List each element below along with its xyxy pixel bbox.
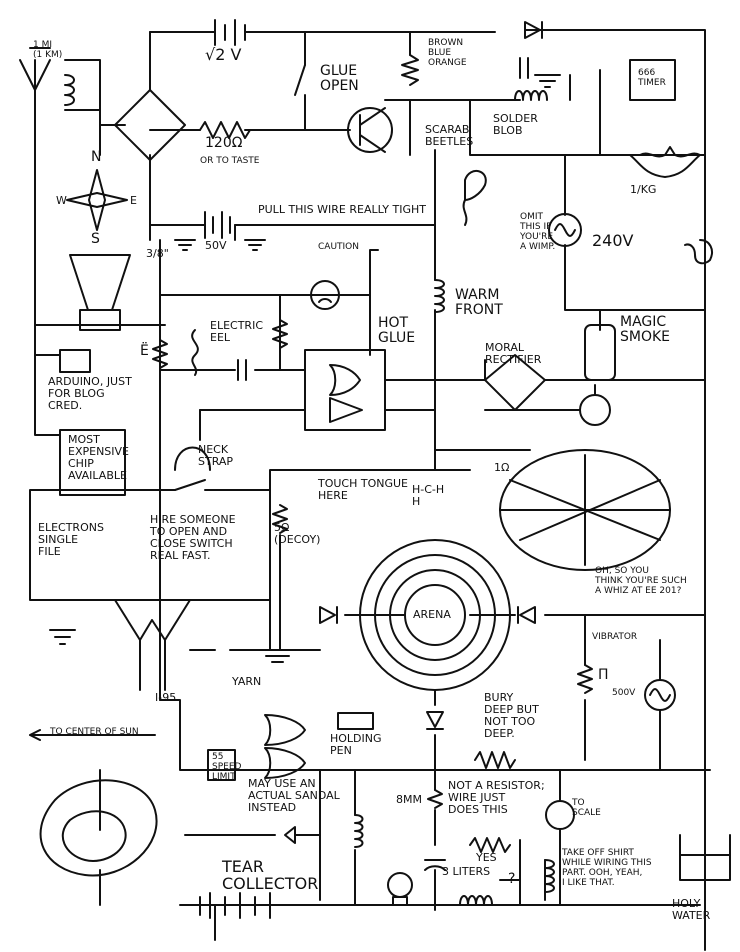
sqrt2-voltage-label: √2 V [205,45,242,64]
decoy-resistor-label: 5Ω (DECOY) [274,521,321,546]
to-center-of-sun-label: TO CENTER OF SUN [50,727,139,737]
voltage-240-label: 240V [592,231,634,250]
solder-blob-label: SOLDER BLOB [493,112,538,137]
hire-someone-label: HIRE SOMEONE TO OPEN AND CLOSE SWITCH RE… [150,513,236,562]
antenna-range-label: 1 MI (1 KM) [33,40,63,60]
i95-label: I-95 [155,691,177,704]
whiz-label: OH, SO YOU THINK YOU'RE SUCH A WHIZ AT E… [595,566,687,596]
pull-wire-label: PULL THIS WIRE REALLY TIGHT [258,203,426,216]
three-eighths-label: 3/8" [146,247,169,260]
question-mark-label: ? [508,871,516,887]
holding-pen-label: HOLDING PEN [330,732,382,757]
compass-west: W [56,194,67,207]
holy-water-label: HOLY WATER [672,897,711,922]
scarab-beetles-label: SCARAB BEETLES [425,123,474,148]
one-kg-label: 1/kg [630,183,657,196]
or-to-taste-label: OR TO TASTE [200,156,260,166]
take-off-shirt-label: TAKE OFF SHIRT WHILE WIRING THIS PART. O… [562,848,652,888]
electrons-label: ELECTRONS SINGLE FILE [38,521,104,558]
one-ohm-label: 1Ω [494,461,510,474]
not-a-resistor-label: NOT A RESISTOR; WIRE JUST DOES THIS [448,779,545,816]
vibrator-label: VIBRATOR [592,632,638,642]
electric-eel-label: ELECTRIC EEL [210,319,263,344]
fifty-volt-label: 50V [205,239,227,252]
eight-mm-label: 8mm [396,793,422,806]
yes-label: YES [476,851,497,864]
neck-strap-label: NECK STRAP [198,443,234,468]
pi-resistor-label: π [598,667,609,683]
touch-tongue-label: TOUCH TONGUE HERE [318,477,409,502]
to-scale-label: TO SCALE [572,798,601,818]
arduino-label: ARDUINO, JUST FOR BLOG CRED. [48,375,132,412]
arena-label: ARENA [413,608,451,621]
compass-south: S [91,231,100,247]
sandal-label: MAY USE AN ACTUAL SANDAL INSTEAD [248,777,340,814]
methane-label: H-C-H H [412,483,445,508]
expensive-chip-label: MOST EXPENSIVE CHIP AVAILABLE [68,433,129,482]
hot-glue-label: HOT GLUE [378,315,416,346]
caution-label: CAUTION [318,242,359,252]
three-liters-label: 3 LITERS [442,865,491,878]
glue-open-label: GLUE OPEN [320,63,359,94]
resistor-color-label: BROWN BLUE ORANGE [428,38,467,68]
moral-rectifier-label: MORAL RECTIFIER [485,341,542,366]
resistor-120-label: 120Ω [205,135,243,151]
warm-front-label: WARM FRONT [455,287,503,318]
voltage-500-label: 500V [612,688,636,698]
bury-deep-label: BURY DEEP BUT NOT TOO DEEP. [484,691,539,740]
magic-smoke-label: MAGIC SMOKE [620,314,671,345]
compass-east: E [130,194,137,207]
omit-wimp-label: OMIT THIS IF YOU'RE A WIMP. [520,212,556,252]
e-umlaut-label: ë [140,343,149,359]
yarn-label: YARN [232,675,262,688]
timer-chip-label: 666 TIMER [638,68,666,88]
speed-limit-sign: 55 SPEED LIMIT [212,752,242,782]
tear-collector-label: TEAR COLLECTOR [222,857,319,893]
compass-north: N [91,149,102,165]
